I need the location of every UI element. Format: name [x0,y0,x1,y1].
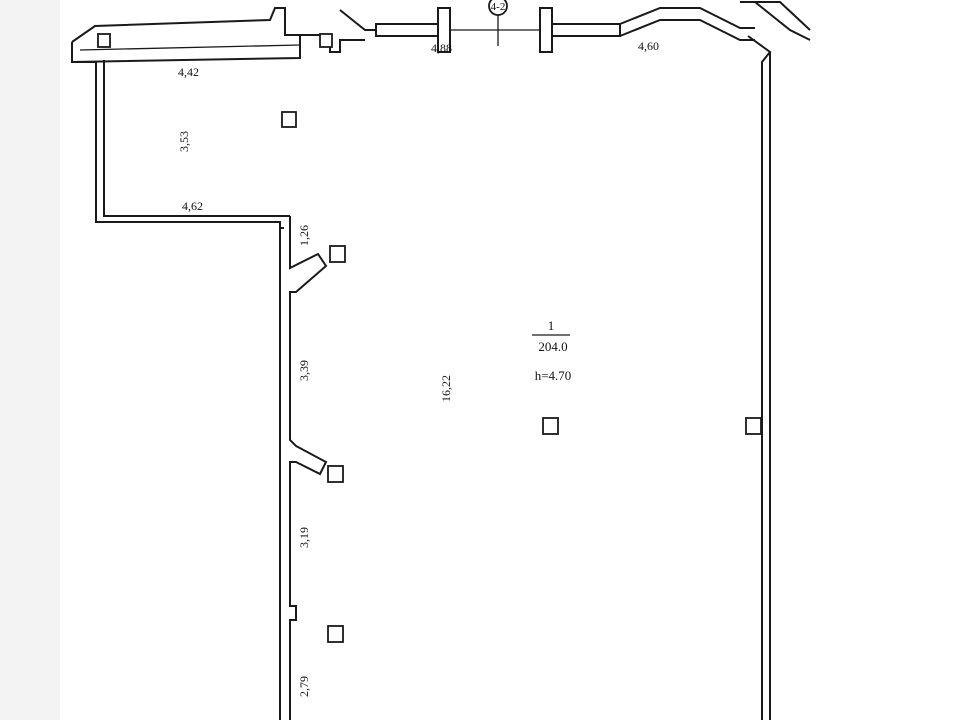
column-5 [327,465,344,483]
dimension-labels: 4,42 4,88 4,60 4,62 3,53 1,26 3,39 3,19 … [177,39,659,697]
axis-marker: 4-2 [488,0,508,16]
dim-room-length: 16,22 [439,375,453,402]
column-3 [281,111,297,128]
column-1 [97,33,111,48]
column-4 [329,245,346,263]
dim-wall-segment-2: 3,39 [297,360,311,381]
room-height: h=4.70 [535,368,572,383]
dim-wall-segment-4: 2,79 [297,676,311,697]
column-8 [745,417,762,435]
column-6 [327,625,344,643]
dim-top-right-width: 4,60 [638,39,659,53]
column-7 [542,417,559,435]
dim-left-wing-height: 3,53 [177,131,191,152]
dim-wall-segment-3: 3,19 [297,527,311,548]
right-wall [747,35,772,720]
partition-wall [279,216,328,720]
columns [97,33,762,643]
room-label: 1 204.0 h=4.70 [532,318,571,383]
scan-shading [0,0,60,720]
axis-marker-label: 4-2 [491,1,506,13]
column-2 [319,33,333,48]
room-area: 204.0 [538,339,567,354]
dim-left-wing-bottom: 4,62 [182,199,203,213]
room-number: 1 [548,318,555,333]
dim-top-left-width: 4,42 [178,65,199,79]
top-window-block [375,7,621,53]
top-right-walls [619,1,811,41]
dim-top-window-width: 4,88 [431,41,452,55]
dim-wall-segment-1: 1,26 [297,225,311,246]
